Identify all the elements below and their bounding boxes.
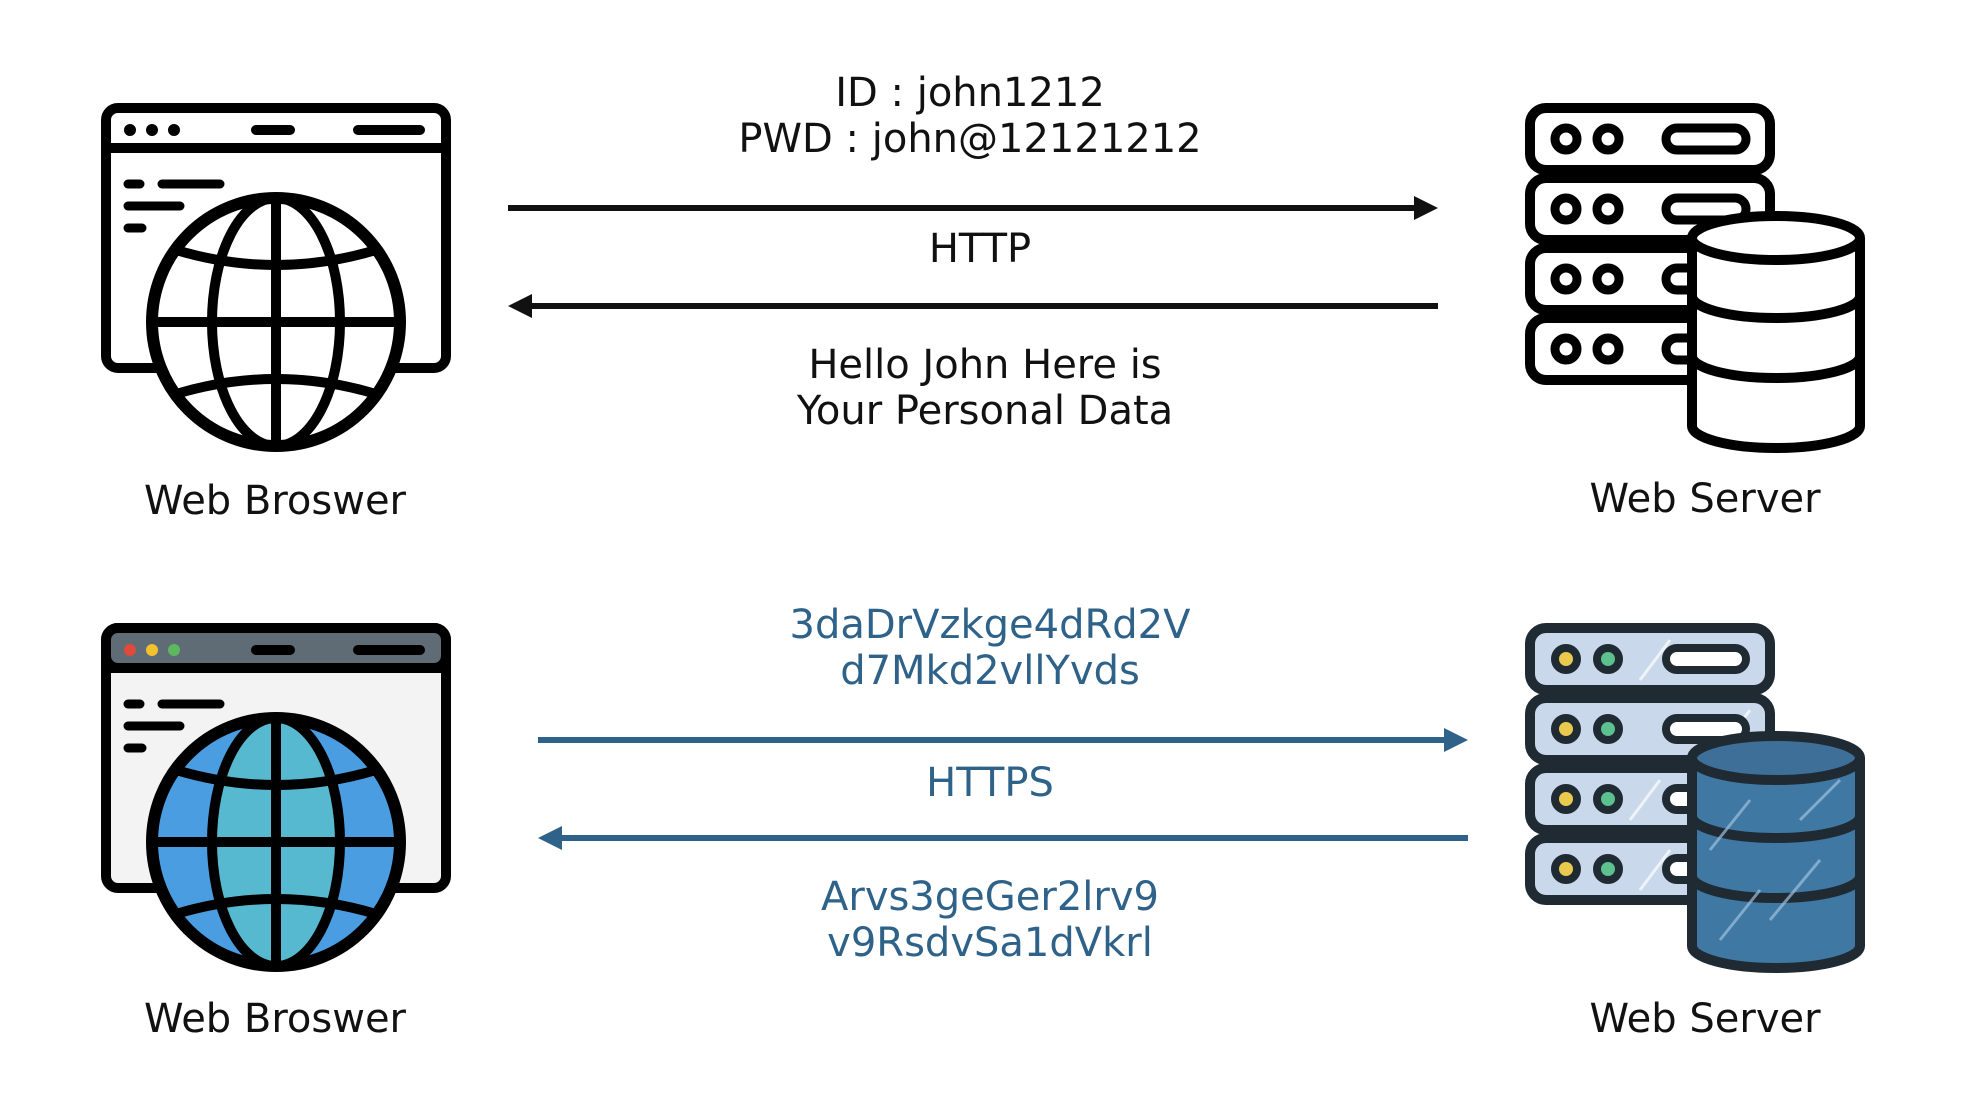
server-label-http: Web Server <box>1589 476 1821 522</box>
https-response-line1: Arvs3geGer2lrv9 <box>821 874 1159 920</box>
globe-browser-icon <box>101 103 451 452</box>
http-request-message: ID : john1212 PWD : john@12121212 <box>700 70 1240 162</box>
http-protocol-label: HTTP <box>928 226 1032 272</box>
http-request-arrow <box>508 196 1438 220</box>
http-response-message: Hello John Here is Your Personal Data <box>700 342 1270 434</box>
http-response-line1: Hello John Here is <box>808 342 1162 388</box>
https-response-message: Arvs3geGer2lrv9 v9RsdvSa1dVkrl <box>720 874 1260 966</box>
http-request-line2: PWD : john@12121212 <box>738 116 1202 162</box>
http-response-arrow <box>508 294 1438 318</box>
http-request-line1: ID : john1212 <box>835 70 1105 116</box>
browser-label-http: Web Broswer <box>143 478 406 524</box>
server-database-icon <box>1525 103 1865 453</box>
https-response-line2: v9RsdvSa1dVkrl <box>827 920 1153 966</box>
https-request-arrow <box>538 728 1468 752</box>
server-label-https: Web Server <box>1589 996 1821 1042</box>
globe-browser-color-icon <box>101 623 451 972</box>
https-request-line2: d7Mkd2vllYvds <box>840 648 1140 694</box>
https-request-line1: 3daDrVzkge4dRd2V <box>789 602 1191 648</box>
https-response-arrow <box>538 826 1468 850</box>
https-protocol-label: HTTPS <box>926 760 1054 806</box>
https-request-message: 3daDrVzkge4dRd2V d7Mkd2vllYvds <box>720 602 1260 694</box>
http-response-line2: Your Personal Data <box>796 388 1174 434</box>
server-database-color-icon <box>1525 623 1865 973</box>
browser-label-https: Web Broswer <box>143 996 406 1042</box>
